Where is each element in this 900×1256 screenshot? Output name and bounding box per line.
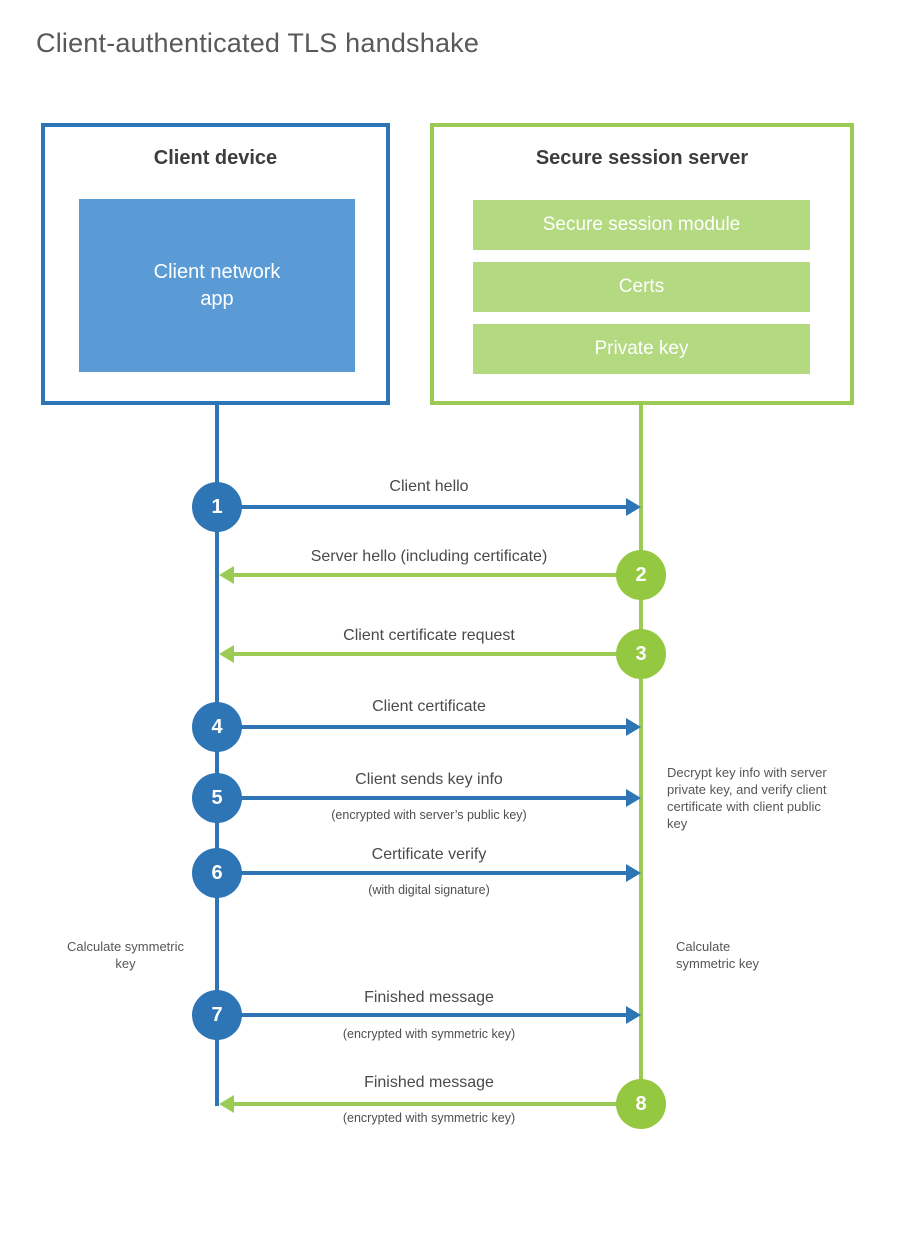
client-device-title: Client device xyxy=(153,147,278,169)
message-7-arrowhead-icon xyxy=(626,1006,641,1024)
message-5-label: Client sends key info xyxy=(355,771,503,788)
decrypt-key-note: Decrypt key info with server private key… xyxy=(667,765,827,831)
message-4-step-circle: 4 xyxy=(192,702,242,752)
message-2-step-number: 2 xyxy=(635,563,647,586)
client-network-app-box: Client network app xyxy=(79,199,355,372)
message-7-step-circle: 7 xyxy=(192,990,242,1040)
message-7-sublabel: (encrypted with symmetric key) xyxy=(342,1027,516,1041)
message-1-step-number: 1 xyxy=(211,495,223,518)
module-certs: Certs xyxy=(473,262,810,312)
message-4-arrowhead-icon xyxy=(626,718,641,736)
message-6-arrow-line xyxy=(217,871,627,875)
message-5-sublabel: (encrypted with server’s public key) xyxy=(331,808,527,822)
message-6-step-number: 6 xyxy=(211,861,223,884)
client-network-app-label: Client network app xyxy=(153,260,281,310)
message-8-sublabel: (encrypted with symmetric key) xyxy=(342,1111,516,1125)
message-6-step-circle: 6 xyxy=(192,848,242,898)
message-5-step-number: 5 xyxy=(211,786,223,809)
secure-session-server-title: Secure session server xyxy=(535,147,749,169)
message-5-arrowhead-icon xyxy=(626,789,641,807)
message-6-sublabel: (with digital signature) xyxy=(368,883,490,897)
secure-session-server-box: Secure session server Secure session mod… xyxy=(430,123,854,405)
message-3-label: Client certificate request xyxy=(343,627,515,644)
client-device-box: Client device Client network app xyxy=(41,123,390,405)
message-4-label: Client certificate xyxy=(372,698,486,715)
message-1-label: Client hello xyxy=(389,478,469,495)
message-2-arrowhead-icon xyxy=(219,566,234,584)
message-2-arrow-line xyxy=(233,573,641,577)
calculate-symmetric-key-left: Calculate symmetric key xyxy=(66,939,185,971)
server-lifeline xyxy=(639,405,643,1104)
page-title: Client-authenticated TLS handshake xyxy=(36,28,480,58)
message-1-arrowhead-icon xyxy=(626,498,641,516)
message-6-arrowhead-icon xyxy=(626,864,641,882)
message-3-arrow-line xyxy=(233,652,641,656)
message-8-label: Finished message xyxy=(364,1074,494,1091)
message-3-step-number: 3 xyxy=(635,642,647,665)
message-1-arrow-line xyxy=(217,505,627,509)
message-6-label: Certificate verify xyxy=(371,846,487,863)
message-1-step-circle: 1 xyxy=(192,482,242,532)
message-2-label: Server hello (including certificate) xyxy=(310,548,548,565)
module-secure-session-module: Secure session module xyxy=(473,200,810,250)
message-5-step-circle: 5 xyxy=(192,773,242,823)
module-private-key: Private key xyxy=(473,324,810,374)
message-7-arrow-line xyxy=(217,1013,627,1017)
message-7-step-number: 7 xyxy=(211,1003,223,1026)
client-lifeline xyxy=(215,405,219,1106)
message-2-step-circle: 2 xyxy=(616,550,666,600)
message-8-step-number: 8 xyxy=(635,1092,647,1115)
message-8-step-circle: 8 xyxy=(616,1079,666,1129)
message-4-arrow-line xyxy=(217,725,627,729)
message-8-arrow-line xyxy=(233,1102,641,1106)
message-8-arrowhead-icon xyxy=(219,1095,234,1113)
message-4-step-number: 4 xyxy=(211,715,223,738)
message-3-step-circle: 3 xyxy=(616,629,666,679)
message-7-label: Finished message xyxy=(364,989,494,1006)
message-5-arrow-line xyxy=(217,796,627,800)
calculate-symmetric-key-right: Calculate symmetric key xyxy=(676,939,760,971)
message-3-arrowhead-icon xyxy=(219,645,234,663)
